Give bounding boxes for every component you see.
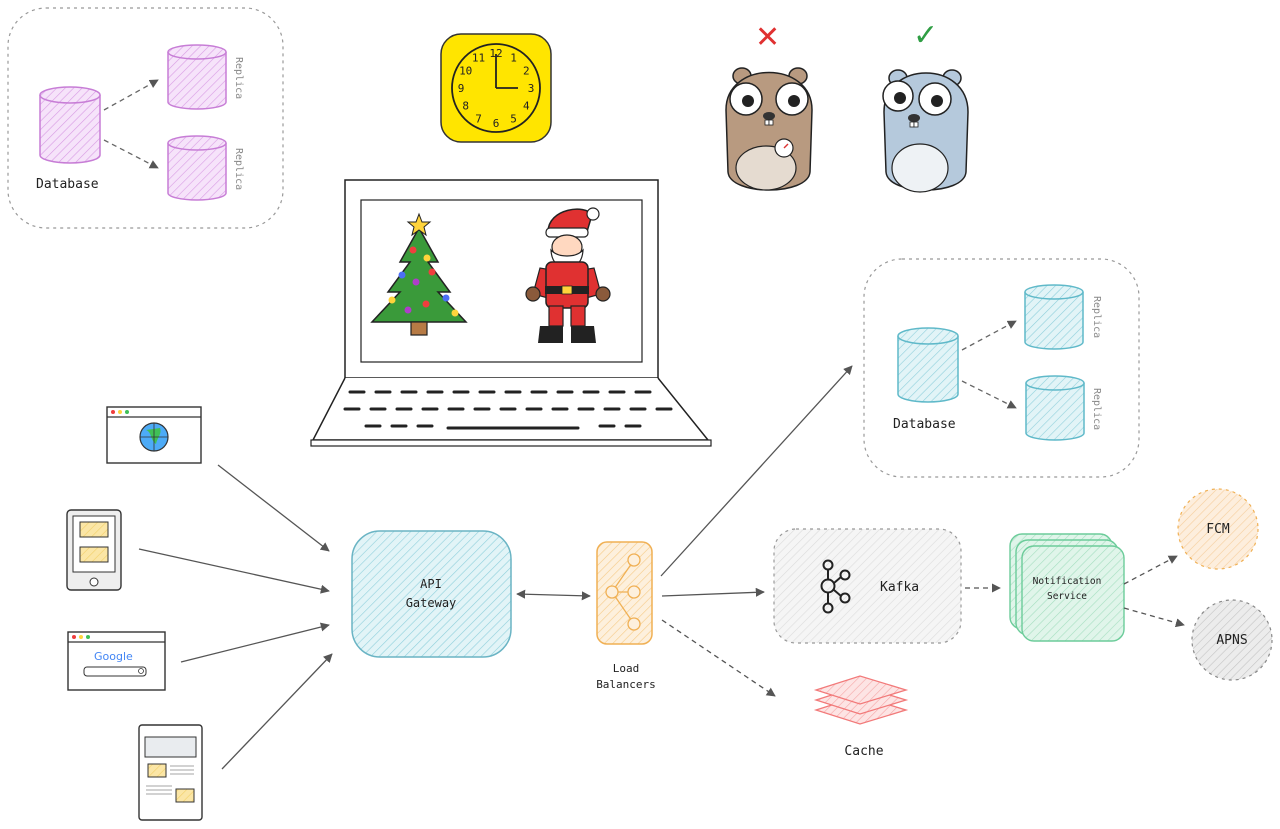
client-to-gateway-arrow: [221, 653, 333, 770]
clock-number: 8: [462, 100, 469, 113]
replication-arrow: [103, 79, 159, 111]
load-balancer-icon: [596, 541, 653, 645]
notification-service-label: Service: [1047, 591, 1087, 602]
clock-number: 4: [523, 100, 530, 113]
christmas-tree-icon: [370, 212, 468, 336]
clock-number: 11: [472, 52, 485, 65]
clock-number: 5: [510, 112, 517, 125]
brown-gopher-icon: [725, 67, 813, 191]
replica-cylinder-icon: [1024, 284, 1084, 350]
notification-service-label: Notification: [1033, 576, 1102, 587]
replica-cylinder-icon: [167, 135, 227, 201]
laptop-icon: [310, 179, 712, 447]
client-to-gateway-arrow: [180, 622, 330, 663]
load-balancer-to-database-arrow: [660, 365, 853, 577]
load-balancer-to-cache-arrow: [661, 619, 776, 697]
google-logo: Google: [94, 650, 133, 663]
clock-number: 6: [493, 117, 500, 130]
replica-cylinder-icon: [167, 44, 227, 110]
replica-label: Replica: [1091, 296, 1102, 338]
client-to-gateway-arrow: [138, 548, 330, 594]
tablet-client-icon: [138, 724, 203, 821]
blue-gopher-icon: [882, 69, 969, 193]
replication-arrow: [961, 380, 1017, 409]
database-cylinder-icon: [897, 327, 959, 403]
cache-layers-icon: [813, 675, 909, 725]
apns-label: APNS: [1216, 633, 1247, 648]
web-browser-client-icon: [106, 406, 202, 464]
clock-number: 1: [510, 52, 517, 65]
wrong-mark: ✕: [755, 20, 780, 55]
clock-number: 3: [528, 82, 535, 95]
replica-label: Replica: [233, 57, 244, 99]
apns-node: APNS: [1191, 599, 1273, 681]
search-browser-client-icon: Google: [67, 631, 166, 691]
database-group-right: Database Replica Replica: [863, 258, 1140, 478]
fcm-node: FCM: [1177, 488, 1259, 570]
notification-to-apns-arrow: [1123, 607, 1185, 628]
clock-number: 10: [459, 65, 472, 78]
api-gateway: API Gateway: [351, 530, 512, 658]
kafka-broker: Kafka: [773, 528, 962, 644]
api-gateway-label: API: [420, 577, 442, 591]
mobile-phone-client-icon: [66, 509, 122, 591]
clock-number: 7: [475, 112, 482, 125]
database-group-top-left: Database Replica Replica: [7, 7, 284, 229]
load-balancers-label: Load: [613, 662, 640, 675]
clock-number: 2: [523, 65, 530, 78]
load-balancers-label: Balancers: [596, 678, 656, 691]
correct-mark: ✓: [913, 18, 938, 53]
client-to-gateway-arrow: [217, 464, 330, 552]
replica-cylinder-icon: [1025, 375, 1085, 441]
kafka-label: Kafka: [880, 580, 919, 595]
replication-arrow: [103, 139, 159, 169]
clock-number: 9: [458, 82, 465, 95]
api-gateway-label: Gateway: [406, 596, 457, 610]
load-balancer-to-kafka-arrow: [661, 587, 765, 597]
cache-label: Cache: [844, 744, 883, 759]
replica-label: Replica: [1091, 388, 1102, 430]
replication-arrow: [961, 320, 1017, 351]
clock-number: 12: [489, 47, 502, 60]
replica-label: Replica: [233, 148, 244, 190]
database-label: Database: [36, 177, 99, 192]
database-label: Database: [893, 417, 956, 432]
gateway-load-balancer-arrow: [516, 589, 591, 601]
santa-claus-icon: [525, 207, 611, 343]
database-cylinder-icon: [39, 86, 101, 164]
fcm-label: FCM: [1206, 522, 1230, 537]
notification-to-fcm-arrow: [1123, 555, 1178, 585]
kafka-icon: [820, 559, 851, 614]
notification-service: Notification Service: [1009, 533, 1125, 642]
